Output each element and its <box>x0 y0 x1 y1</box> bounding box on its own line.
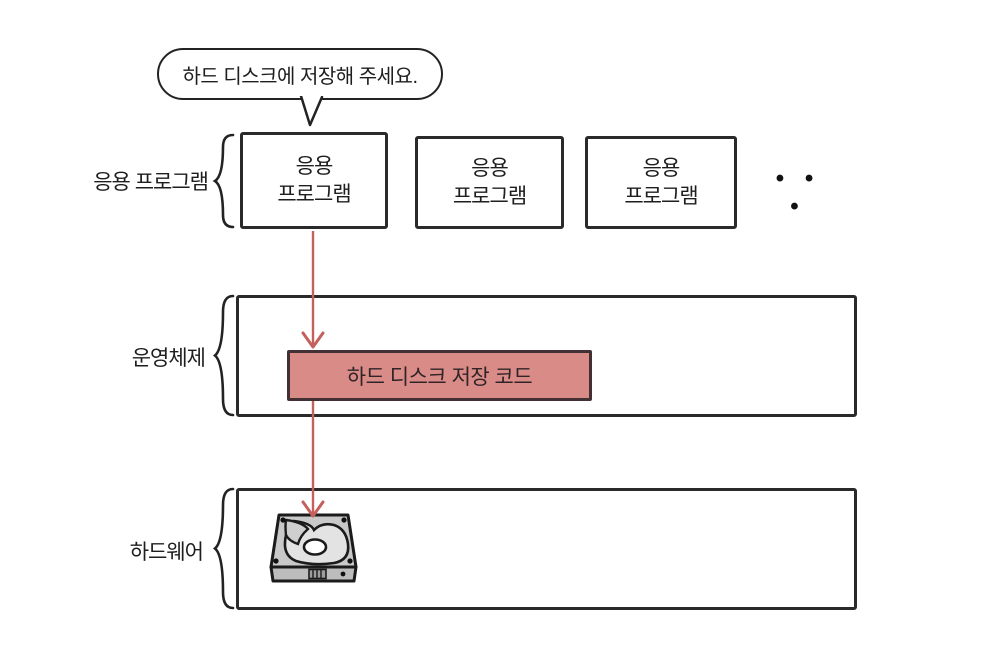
speech-bubble: 하드 디스크에 저장해 주세요. <box>157 48 443 100</box>
app-box: 응용 프로그램 <box>415 136 564 229</box>
app-box-label: 응용 프로그램 <box>277 155 351 206</box>
os-layer-brace <box>212 294 235 417</box>
app-box: 응용 프로그램 <box>240 132 388 229</box>
ellipsis-dots: • • • <box>775 165 821 220</box>
app-layer-brace <box>212 133 235 229</box>
hw-layer-brace <box>212 487 235 610</box>
app-layer-label: 응용 프로그램 <box>93 171 209 194</box>
app-box-label: 응용 프로그램 <box>624 157 698 208</box>
speech-bubble-text: 하드 디스크에 저장해 주세요. <box>182 65 418 88</box>
app-box-label: 응용 프로그램 <box>452 157 527 208</box>
hw-layer-label: 하드웨어 <box>129 541 204 564</box>
app-box: 응용 프로그램 <box>585 136 737 229</box>
speech-bubble-tail <box>299 96 324 127</box>
os-layer-label: 운영체제 <box>131 347 206 370</box>
hard-disk-icon <box>269 513 358 583</box>
disk-save-code-box: 하드 디스크 저장 코드 <box>287 350 592 401</box>
disk-save-code-label: 하드 디스크 저장 코드 <box>346 365 533 389</box>
